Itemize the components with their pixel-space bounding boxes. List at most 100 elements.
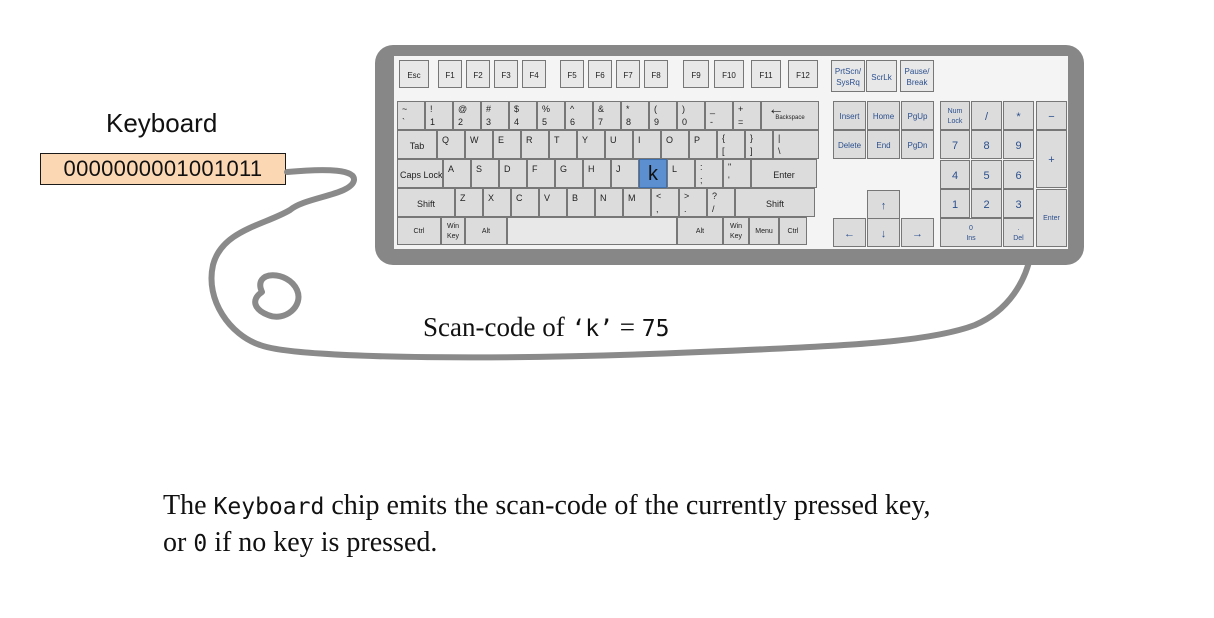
key-q: Q — [437, 130, 465, 159]
key-menu: Menu — [749, 217, 779, 245]
key-f10: F10 — [714, 60, 744, 88]
key-blank: |\ — [773, 130, 819, 159]
key-l: L — [667, 159, 695, 188]
key-7: 7 — [940, 130, 970, 159]
key-scrlk: ScrLk — [866, 60, 897, 92]
key-x: X — [483, 188, 511, 217]
key-k: k — [639, 159, 667, 188]
key-u: U — [605, 130, 633, 159]
caption-text: The — [163, 490, 214, 521]
caption-zero: 0 — [193, 531, 208, 557]
key-4: 4 — [940, 160, 970, 189]
key-blank: <, — [651, 188, 679, 217]
key-f6: F6 — [588, 60, 612, 88]
key-ctrl: Ctrl — [779, 217, 807, 245]
caption-text: if no key is pressed. — [207, 527, 438, 558]
key-alt: Alt — [677, 217, 723, 245]
keyboard-title: Keyboard — [106, 108, 218, 138]
key-6: ^6 — [565, 101, 593, 130]
key-n: N — [595, 188, 623, 217]
cable-path — [208, 167, 1033, 361]
key-blank — [507, 217, 677, 245]
key-blank: >. — [679, 188, 707, 217]
key-3: #3 — [481, 101, 509, 130]
key-blank: + — [1036, 130, 1067, 188]
scan-code-value: 75 — [641, 316, 670, 342]
key-enter: Enter — [751, 159, 817, 188]
key-enter: Enter — [1036, 189, 1067, 247]
key-alt: Alt — [465, 217, 507, 245]
key-z: Z — [455, 188, 483, 217]
key-home: Home — [867, 101, 900, 130]
key-blank: ?/ — [707, 188, 735, 217]
key-p: P — [689, 130, 717, 159]
key-v: V — [539, 188, 567, 217]
key-f8: F8 — [644, 60, 668, 88]
key-8: 8 — [971, 130, 1002, 159]
caption-text: or — [163, 527, 194, 558]
key-end: End — [867, 130, 900, 159]
key-h: H — [583, 159, 611, 188]
caption-text: chip emits the scan-code of the currentl… — [324, 490, 931, 521]
key-f3: F3 — [494, 60, 518, 88]
key-blank: ~` — [397, 101, 425, 130]
key-s: S — [471, 159, 499, 188]
key-f: F — [527, 159, 555, 188]
key-0: )0 — [677, 101, 705, 130]
key-a: A — [443, 159, 471, 188]
scan-code-prefix: Scan-code of — [423, 312, 572, 342]
key-esc: Esc — [399, 60, 429, 88]
key-2: 2 — [971, 189, 1002, 218]
key-caps-lock: Caps Lock — [397, 159, 443, 188]
key-f5: F5 — [560, 60, 584, 88]
key-m: M — [623, 188, 651, 217]
key-num-lock: Num Lock — [940, 101, 970, 130]
caption: The Keyboard chip emits the scan-code of… — [163, 488, 1123, 562]
key-ctrl: Ctrl — [397, 217, 441, 245]
key-blank: :; — [695, 159, 723, 188]
key-g: G — [555, 159, 583, 188]
key-0-ins: 0 Ins — [940, 218, 1002, 247]
key-y: Y — [577, 130, 605, 159]
key-w: W — [465, 130, 493, 159]
keyboard-register-value: 0000000001001011 — [40, 153, 286, 185]
key-8: *8 — [621, 101, 649, 130]
key-tab: Tab — [397, 130, 437, 159]
key-d: D — [499, 159, 527, 188]
key-blank: += — [733, 101, 761, 130]
cable-loop — [252, 272, 302, 320]
key-pause-break: Pause/ Break — [900, 60, 934, 92]
key-delete: Delete — [833, 130, 866, 159]
caption-chip-name: Keyboard — [213, 494, 325, 520]
key-3: 3 — [1003, 189, 1034, 218]
key-i: I — [633, 130, 661, 159]
key-b: B — [567, 188, 595, 217]
key-1: !1 — [425, 101, 453, 130]
key-c: C — [511, 188, 539, 217]
key-backspace: ←Backspace — [761, 101, 819, 130]
key-2: @2 — [453, 101, 481, 130]
key-4: $4 — [509, 101, 537, 130]
key-o: O — [661, 130, 689, 159]
key-e: E — [493, 130, 521, 159]
key-6: 6 — [1003, 160, 1034, 189]
key-insert: Insert — [833, 101, 866, 130]
scan-code-equals: = — [612, 312, 642, 342]
key-blank: → — [901, 218, 934, 247]
key-blank: ← — [833, 218, 866, 247]
key-j: J — [611, 159, 639, 188]
key-blank: − — [1036, 101, 1067, 130]
key-win-key: Win Key — [723, 217, 749, 245]
key-win-key: Win Key — [441, 217, 465, 245]
key-9: 9 — [1003, 130, 1034, 159]
key-blank: }] — [745, 130, 773, 159]
key-f7: F7 — [616, 60, 640, 88]
key-f4: F4 — [522, 60, 546, 88]
key-blank: {[ — [717, 130, 745, 159]
key-blank: _- — [705, 101, 733, 130]
key-blank: / — [971, 101, 1002, 130]
key-7: &7 — [593, 101, 621, 130]
key-5: 5 — [971, 160, 1002, 189]
key-f1: F1 — [438, 60, 462, 88]
